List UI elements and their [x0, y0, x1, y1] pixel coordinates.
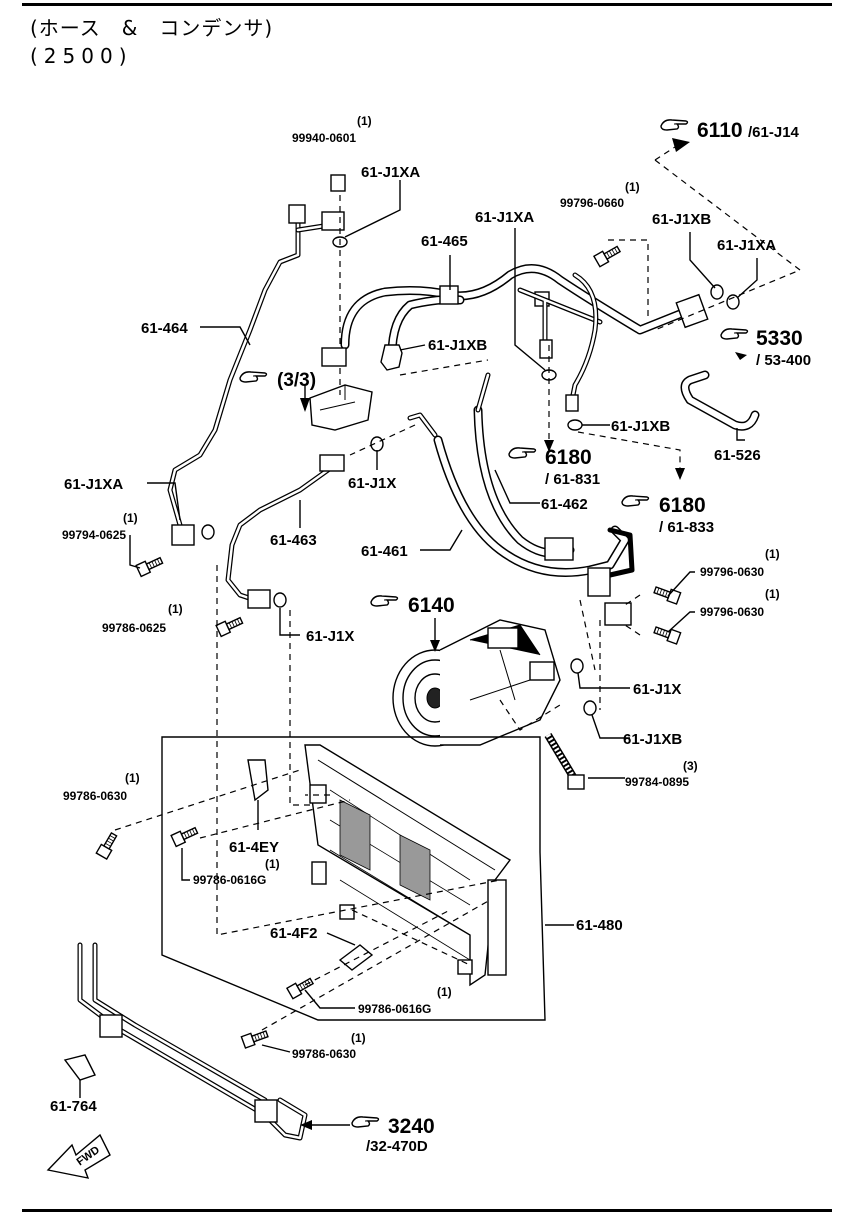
diagram-subtitle: (2500) — [30, 44, 133, 68]
qty-99796-0630-a: (1) — [765, 547, 780, 561]
label-61-J1XB-a: 61-J1XB — [652, 211, 711, 228]
qty-99786-0630-b: (1) — [351, 1031, 366, 1045]
qty-99794-0625: (1) — [123, 511, 138, 525]
label-99796-0660: 99796-0660 — [560, 196, 624, 210]
leader-lines — [79, 180, 758, 1126]
ref-5330[interactable]: 5330 / 53-400 — [720, 327, 811, 369]
label-61-J1XB-c: 61-J1XB — [611, 418, 670, 435]
ref-5330-sub: / 53-400 — [756, 352, 811, 369]
label-61-J1XB-d: 61-J1XB — [623, 731, 682, 748]
label-99940-0601: 99940-0601 — [292, 131, 356, 145]
fwd-arrow-icon: FWD — [46, 1133, 111, 1179]
ref-3240-number: 3240 — [388, 1115, 435, 1138]
bracket — [309, 347, 373, 431]
qty-99940-0601: (1) — [357, 114, 372, 128]
label-61-J1X-c: 61-J1X — [633, 681, 681, 698]
ref-6180-a-number: 6180 — [545, 446, 592, 469]
bolt-99786-0616G-a — [170, 824, 200, 848]
label-61-462: 61-462 — [541, 496, 588, 513]
ref-3240-sub: /32-470D — [366, 1138, 428, 1155]
bottom-border — [22, 1209, 832, 1212]
top-border — [22, 3, 832, 6]
label-99796-0630-b: 99796-0630 — [700, 605, 764, 619]
label-99786-0616G-a: 99786-0616G — [193, 873, 266, 887]
hoses-61-461-462 — [407, 372, 635, 626]
label-99786-0630-a: 99786-0630 — [63, 789, 127, 803]
label-61-764: 61-764 — [50, 1098, 97, 1115]
qty-99786-0630-a: (1) — [125, 771, 140, 785]
arrows — [300, 138, 747, 1130]
compressor-6140 — [392, 619, 561, 747]
label-61-463: 61-463 — [270, 532, 317, 549]
ref-6140-number: 6140 — [408, 594, 455, 617]
label-61-464: 61-464 — [141, 320, 188, 337]
bolt-99940-0601 — [330, 174, 346, 192]
through-bolt — [544, 732, 585, 790]
label-99794-0625: 99794-0625 — [62, 528, 126, 542]
qty-99786-0616G-b: (1) — [437, 985, 452, 999]
label-99786-0625: 99786-0625 — [102, 621, 166, 635]
qty-99786-0625: (1) — [168, 602, 183, 616]
ref-6180-b-number: 6180 — [659, 494, 706, 517]
bolt-99786-0616G-b — [286, 975, 316, 1000]
bolt-99786-0625 — [215, 614, 245, 638]
label-61-J1XB-b: 61-J1XB — [428, 337, 487, 354]
label-61-J1XA-d: 61-J1XA — [64, 476, 123, 493]
ref-6110[interactable]: 6110 /61-J14 — [660, 119, 800, 142]
qty-99784-0895: (3) — [683, 759, 698, 773]
ref-6180-a[interactable]: 6180 / 61-831 — [508, 446, 600, 488]
ref-6180-a-sub: / 61-831 — [545, 471, 600, 488]
label-99786-0630-b: 99786-0630 — [292, 1047, 356, 1061]
label-61-J1X-a: 61-J1X — [348, 475, 396, 492]
ref-3-3-hand — [239, 371, 268, 383]
label-99784-0895: 99784-0895 — [625, 775, 689, 789]
ref-5330-number: 5330 — [756, 327, 803, 350]
qty-99786-0616G-a: (1) — [265, 857, 280, 871]
pipe-61-464 — [167, 204, 345, 546]
label-61-J1XA-a: 61-J1XA — [361, 164, 420, 181]
label-99796-0630-a: 99796-0630 — [700, 565, 764, 579]
label-61-J1X-b: 61-J1X — [306, 628, 354, 645]
label-61-526: 61-526 — [714, 447, 761, 464]
label-99786-0616G-b: 99786-0616G — [358, 1002, 431, 1016]
assembly-lines — [114, 144, 802, 1031]
ref-6140[interactable]: 6140 — [370, 594, 455, 617]
ref-3240[interactable]: 3240 /32-470D — [351, 1115, 435, 1155]
label-61-J1XA-b: 61-J1XA — [475, 209, 534, 226]
label-61-4F2: 61-4F2 — [270, 925, 318, 942]
ref-6180-b-sub: / 61-833 — [659, 519, 714, 536]
qty-99796-0630-b: (1) — [765, 587, 780, 601]
ref-6110-number: 6110 — [697, 119, 743, 142]
diagram-title: (ホース & コンデンサ) — [30, 16, 274, 40]
lines-3240 — [77, 942, 308, 1141]
pipe-61-526 — [680, 370, 760, 431]
label-61-J1XA-c: 61-J1XA — [717, 237, 776, 254]
label-61-461: 61-461 — [361, 543, 408, 560]
label-61-4EY: 61-4EY — [229, 839, 279, 856]
hose-61-465 — [340, 264, 709, 412]
label-61-480: 61-480 — [576, 917, 623, 934]
condenser-61-480 — [161, 736, 546, 1021]
qty-99796-0660: (1) — [625, 180, 640, 194]
ref-6180-b[interactable]: 6180 / 61-833 — [621, 494, 714, 536]
clip-61-764 — [63, 1054, 96, 1081]
bolt-99786-0630-a — [95, 830, 120, 860]
pipe-61-463 — [225, 454, 345, 609]
label-61-465: 61-465 — [421, 233, 468, 250]
bolt-99794-0625 — [135, 554, 165, 578]
bolt-99796-0660 — [593, 243, 623, 268]
bolt-99796-0630-b — [652, 623, 682, 645]
ref-3-3: (3/3) — [277, 370, 316, 391]
ref-6110-sub: /61-J14 — [748, 124, 800, 141]
